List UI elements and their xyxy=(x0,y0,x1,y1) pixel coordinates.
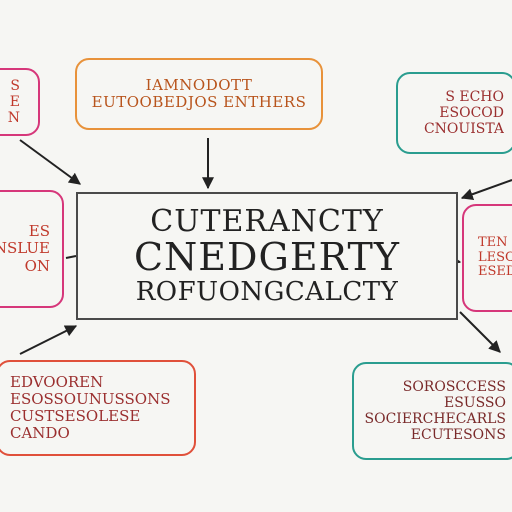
bottom-right-box-line: ESUSSO xyxy=(443,394,506,411)
arrow-bottom-right xyxy=(459,311,501,353)
top-right-box: S ECHO ESOCOD CNOUISTA xyxy=(396,72,512,154)
bottom-left-box-line: CUSTSESOLESE xyxy=(10,408,141,425)
top-box-line: EUTOOBEDJOS ENTHERS xyxy=(91,94,307,111)
top-left-box-line: S xyxy=(10,77,20,94)
bottom-right-box: SOROSCCESS ESUSSO SOCIERCHECARLS ECUTESO… xyxy=(352,362,512,460)
bottom-right-box-line: SOROSCCESS xyxy=(402,378,506,395)
top-left-box: S E N xyxy=(0,68,40,136)
left-box-line: ES xyxy=(28,223,50,241)
right-box-line: LESO xyxy=(478,250,512,265)
top-box-line: IAMNODOTT xyxy=(145,76,253,94)
bottom-right-box-line: ECUTESONS xyxy=(410,427,506,444)
right-box: TEN LESO ESED xyxy=(462,204,512,312)
top-left-box-line: N xyxy=(7,110,20,127)
arrow-top-right xyxy=(460,179,512,200)
left-box-line: ON xyxy=(24,257,50,275)
right-box-line: TEN xyxy=(478,235,508,250)
bottom-right-box-line: SOCIERCHECARLS xyxy=(364,411,506,427)
bottom-left-box-line: EDVOOREN xyxy=(10,373,104,391)
right-box-line: ESED xyxy=(478,265,512,280)
top-right-box-line: ESOCOD xyxy=(439,104,504,121)
top-right-box-line: CNOUISTA xyxy=(423,121,504,138)
top-right-box-line: S ECHO xyxy=(445,88,504,105)
central-title-line: CUTERANCTY xyxy=(150,204,384,238)
central-title-line: ROFUONGCALCTY xyxy=(135,277,399,307)
bottom-left-box: EDVOOREN ESOSSOUNUSSONS CUSTSESOLESE CAN… xyxy=(0,360,196,456)
bottom-left-box-line: CANDO xyxy=(10,425,70,443)
bottom-left-box-line: ESOSSOUNUSSONS xyxy=(10,390,171,408)
central-concept-box: CUTERANCTY CNEDGERTY ROFUONGCALCTY xyxy=(76,192,458,320)
left-box: ES OTNSLUE ON xyxy=(0,190,64,308)
central-title-line: CNEDGERTY xyxy=(133,237,400,278)
top-left-box-line: E xyxy=(9,93,20,110)
arrow-left xyxy=(65,255,77,259)
top-center-box: IAMNODOTT EUTOOBEDJOS ENTHERS xyxy=(75,58,323,130)
arrow-top-left xyxy=(19,139,81,185)
arrow-bottom-left xyxy=(19,325,78,355)
left-box-line: OTNSLUE xyxy=(0,240,50,258)
